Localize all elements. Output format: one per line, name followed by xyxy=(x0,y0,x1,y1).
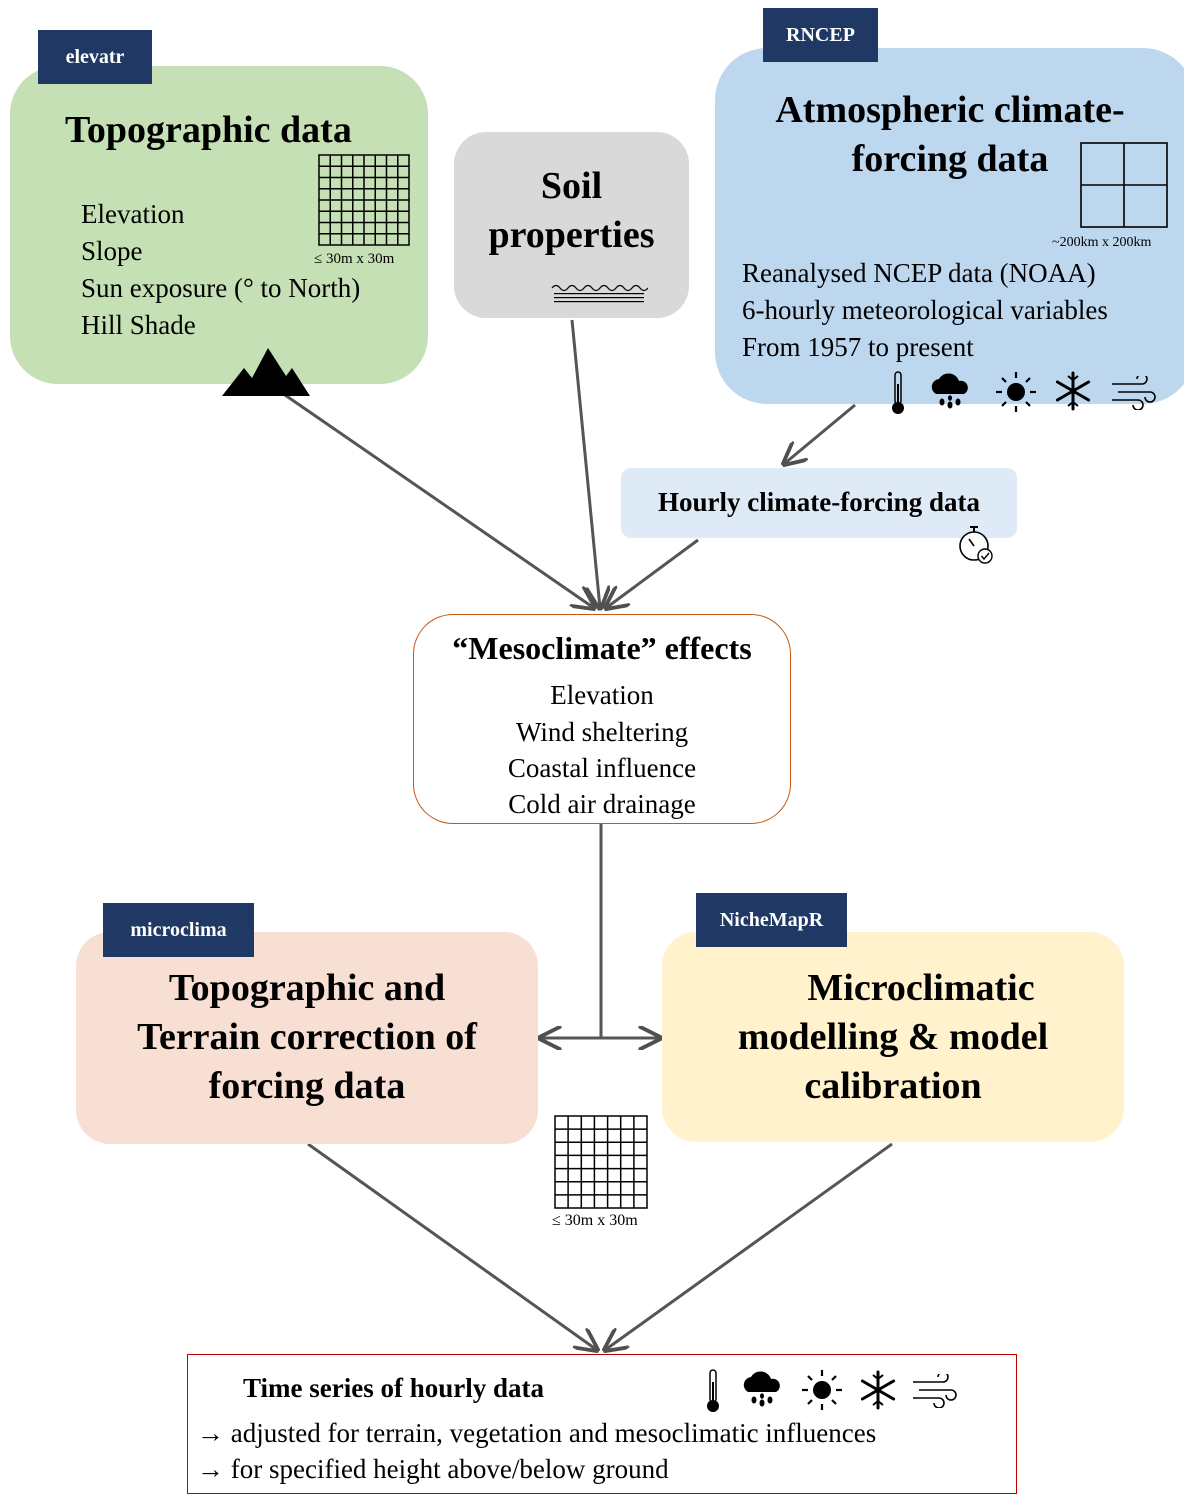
meso-item-cold-air-drainage: Cold air drainage xyxy=(508,789,696,819)
rain-cloud-icon xyxy=(931,373,968,409)
atmospheric-item-6-hourly: 6-hourly meteorological variables xyxy=(742,295,1108,325)
thermometer-icon xyxy=(892,371,904,414)
sun-icon xyxy=(802,1370,842,1410)
niche-line1: Microclimatic xyxy=(807,967,1035,1009)
arrow-hourly-to-meso xyxy=(606,538,699,608)
snowflake-icon xyxy=(1055,371,1091,411)
mountain-icon xyxy=(222,348,310,396)
soil-icon xyxy=(551,284,648,303)
niche-line3: calibration xyxy=(804,1065,982,1107)
wind-icon xyxy=(1112,376,1156,410)
arrow-niche-to-output xyxy=(605,1142,893,1350)
topographic-item-slope: Slope xyxy=(81,236,143,266)
atmospheric-title-line2: forcing data xyxy=(851,138,1049,180)
terrain-line1: Topographic and xyxy=(168,967,446,1009)
terrain-correction-box xyxy=(76,932,538,1144)
output-title: Time series of hourly data xyxy=(243,1373,544,1403)
atmospheric-grid-label: ~200km x 200km xyxy=(1052,235,1152,250)
terrain-line2: Terrain correction of xyxy=(137,1016,477,1058)
soil-title-line1: Soil xyxy=(540,165,603,207)
thermometer-icon xyxy=(707,1369,719,1412)
terrain-line3: forcing data xyxy=(208,1065,406,1107)
rain-cloud-icon xyxy=(743,1371,780,1407)
center-grid-label: ≤ 30m x 30m xyxy=(552,1212,638,1229)
arrow-topo-to-meso xyxy=(284,393,594,608)
atmospheric-item-1957: From 1957 to present xyxy=(742,332,974,362)
output-grid-icon xyxy=(554,1115,648,1209)
soil-properties-box xyxy=(454,132,689,318)
meso-item-wind-sheltering: Wind sheltering xyxy=(515,717,689,747)
atmospheric-title-line1: Atmospheric climate- xyxy=(775,89,1125,131)
stopwatch-icon xyxy=(959,526,993,564)
coarse-grid-icon xyxy=(1080,142,1168,228)
output-line1: → adjusted for terrain, vegetation and m… xyxy=(197,1418,877,1448)
wind-icon xyxy=(913,1374,957,1408)
hourly-forcing-title: Hourly climate-forcing data xyxy=(658,487,980,517)
topographic-data-box xyxy=(10,66,428,384)
output-line2: → for specified height above/below groun… xyxy=(197,1454,669,1484)
grid-icon xyxy=(318,154,410,246)
mesoclimate-title: “Mesoclimate” effects xyxy=(452,630,752,666)
snowflake-icon xyxy=(860,1370,896,1410)
hourly-forcing-box xyxy=(621,468,1017,538)
rncep-tag: RNCEP xyxy=(763,8,878,62)
sun-icon xyxy=(996,372,1036,412)
microclima-tag: microclima xyxy=(103,903,254,957)
topographic-item-elevation: Elevation xyxy=(81,199,185,229)
topographic-title: Topographic data xyxy=(65,109,352,151)
atmospheric-item-ncep: Reanalysed NCEP data (NOAA) xyxy=(742,258,1096,288)
topographic-item-hill-shade: Hill Shade xyxy=(81,310,196,340)
soil-title-line2: properties xyxy=(488,214,655,256)
arrow-terrain-to-output xyxy=(307,1142,597,1350)
meso-item-elevation: Elevation xyxy=(550,680,654,710)
topographic-item-sun-exposure: Sun exposure (° to North) xyxy=(81,273,361,303)
arrow-soil-to-meso xyxy=(570,319,600,608)
niche-line2: modelling & model xyxy=(737,1016,1049,1058)
elevatr-tag: elevatr xyxy=(38,30,152,84)
microclimatic-modelling-box xyxy=(662,932,1124,1142)
arrow-atmos-to-hourly xyxy=(784,403,856,464)
mesoclimate-effects-box xyxy=(413,614,791,824)
meso-item-coastal-influence: Coastal influence xyxy=(507,753,697,783)
atmospheric-data-box xyxy=(715,48,1184,404)
topographic-grid-label: ≤ 30m x 30m xyxy=(314,251,395,267)
nichemapr-tag: NicheMapR xyxy=(696,893,847,947)
